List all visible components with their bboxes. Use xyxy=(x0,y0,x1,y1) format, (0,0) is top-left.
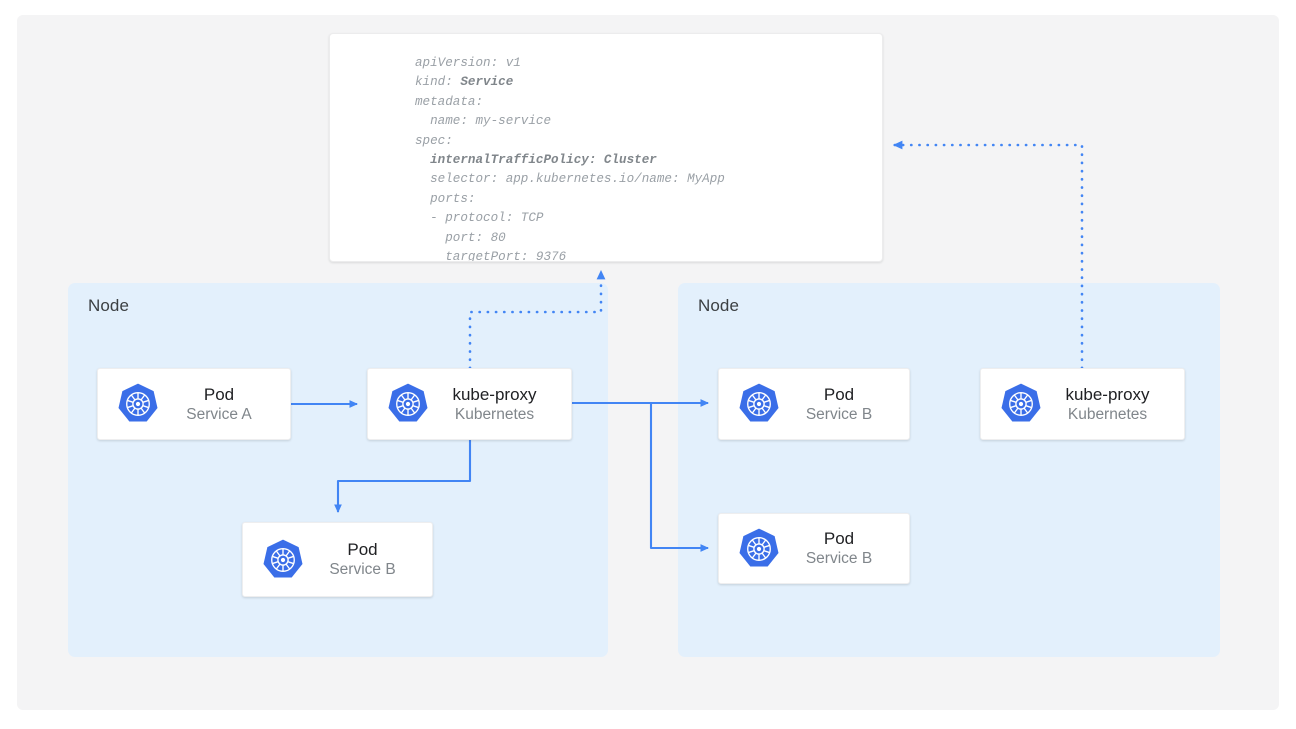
kubernetes-logo-icon xyxy=(388,383,428,422)
card-title: Pod xyxy=(823,529,855,548)
yaml-line: spec: xyxy=(415,133,453,148)
node-label-left: Node xyxy=(88,296,130,315)
card-subtitle: Service B xyxy=(805,550,873,567)
card-title: kube-proxy xyxy=(452,384,537,404)
yaml-line: port: 80 xyxy=(415,230,506,245)
pod-card-service-b-right-top[interactable]: Pod Service B xyxy=(718,368,910,440)
yaml-bold-kind: Service xyxy=(460,75,514,90)
service-spec-card: apiVersion: v1 kind: Service metadata: n… xyxy=(329,33,883,262)
yaml-line: selector: app.kubernetes.io/name: MyApp xyxy=(415,172,725,187)
card-text: Pod Service B xyxy=(781,384,909,425)
kubernetes-logo-icon xyxy=(118,383,158,422)
node-container-left: Node xyxy=(68,283,608,657)
pod-card-service-b-left[interactable]: Pod Service B xyxy=(242,522,433,597)
card-title: Pod xyxy=(347,540,378,559)
card-text: Pod Service A xyxy=(160,384,290,425)
yaml-line: ports: xyxy=(415,191,476,206)
card-text: Pod Service B xyxy=(305,539,432,580)
node-label-right: Node xyxy=(698,296,740,315)
kube-proxy-card-right[interactable]: kube-proxy Kubernetes xyxy=(980,368,1185,440)
card-text: Pod Service B xyxy=(781,528,909,569)
card-subtitle: Service B xyxy=(329,561,396,578)
card-text: kube-proxy Kubernetes xyxy=(430,384,571,425)
yaml-line: - protocol: TCP xyxy=(415,211,544,226)
kubernetes-logo-icon xyxy=(739,528,779,566)
node-container-right: Node xyxy=(678,283,1220,657)
yaml-line: targetPort: 9376 xyxy=(415,250,567,262)
yaml-line: name: my-service xyxy=(415,114,552,129)
card-subtitle: Kubernetes xyxy=(1067,405,1148,423)
service-spec-code: apiVersion: v1 kind: Service metadata: n… xyxy=(415,54,725,262)
card-subtitle: Kubernetes xyxy=(454,405,535,423)
yaml-line: apiVersion: v1 xyxy=(415,56,521,70)
kubernetes-logo-icon xyxy=(739,383,779,422)
card-title: Pod xyxy=(203,384,235,404)
pod-card-service-b-right-bottom[interactable]: Pod Service B xyxy=(718,513,910,584)
yaml-line: metadata: xyxy=(415,94,484,109)
kubernetes-logo-icon xyxy=(1001,383,1041,422)
card-title: Pod xyxy=(823,384,855,404)
kube-proxy-card-left[interactable]: kube-proxy Kubernetes xyxy=(367,368,572,440)
kubernetes-logo-icon xyxy=(263,539,303,577)
card-subtitle: Service B xyxy=(805,405,873,423)
yaml-line: kind: Service xyxy=(415,75,514,90)
card-text: kube-proxy Kubernetes xyxy=(1043,384,1184,425)
card-title: kube-proxy xyxy=(1065,384,1150,404)
yaml-line-internal-traffic-policy: internalTrafficPolicy: Cluster xyxy=(415,153,657,168)
pod-card-service-a[interactable]: Pod Service A xyxy=(97,368,291,440)
card-subtitle: Service A xyxy=(186,405,252,423)
